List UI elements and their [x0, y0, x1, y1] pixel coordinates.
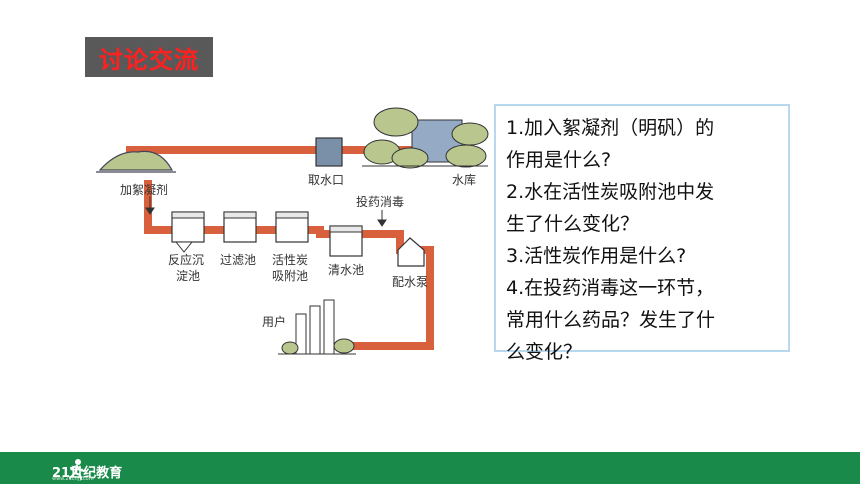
- question-line: 么变化？: [506, 341, 583, 363]
- label-reservoir: 水库: [452, 172, 476, 187]
- distribution-pump: [397, 237, 425, 267]
- label-add-coagulant: 加絮凝剂: [120, 182, 168, 197]
- clear-water-tank: [329, 225, 363, 257]
- water-treatment-diagram: 加絮凝剂 取水口 水库 投药消毒 反应沉 淀池 过滤池 活性炭 吸附池 清水池 …: [96, 107, 489, 355]
- label-distribution-pump: 配水泵: [392, 275, 428, 289]
- disinfection-arrow: [377, 210, 387, 227]
- label-users: 用户: [262, 314, 286, 329]
- activated-carbon-tank: [275, 211, 309, 243]
- page-title: 讨论交流: [85, 37, 213, 77]
- question-line: 生了什么变化？: [506, 213, 640, 235]
- question-line: 3.活性炭作用是什么?: [506, 245, 687, 267]
- question-box: 1.加入絮凝剂（明矾）的 作用是什么? 2.水在活性炭吸附池中发 生了什么变化？…: [494, 104, 790, 363]
- coagulant-arrow: [145, 196, 155, 215]
- label-reaction-settling-1: 反应沉: [168, 252, 204, 267]
- label-clear-water-tank: 清水池: [328, 263, 364, 277]
- question-line: 常用什么药品？发生了什: [506, 309, 716, 331]
- reservoir: [362, 107, 489, 169]
- label-activated-carbon-2: 吸附池: [272, 269, 308, 283]
- question-line: 4.在投药消毒这一环节，: [506, 277, 715, 299]
- label-water-intake: 取水口: [308, 173, 344, 187]
- water-intake-box: [315, 137, 343, 167]
- label-dosing-disinfection: 投药消毒: [356, 194, 404, 209]
- question-line: 2.水在活性炭吸附池中发: [506, 181, 715, 203]
- question-line: 1.加入絮凝剂（明矾）的: [506, 117, 715, 139]
- user-buildings: [278, 299, 356, 355]
- logo-text: 21世纪教育: [52, 466, 123, 481]
- runner-logo-icon: [69, 459, 85, 480]
- question-line: 作用是什么?: [506, 149, 612, 171]
- label-filter-tank: 过滤池: [220, 253, 256, 267]
- filter-tank: [223, 211, 257, 243]
- intake-hill: [96, 150, 176, 173]
- label-reaction-settling-2: 淀池: [176, 269, 200, 283]
- label-activated-carbon-1: 活性炭: [272, 253, 308, 267]
- reaction-settling-tank: [171, 211, 205, 253]
- footer-bar: [0, 452, 860, 484]
- logo-url: www.21cnjy.com: [52, 476, 94, 482]
